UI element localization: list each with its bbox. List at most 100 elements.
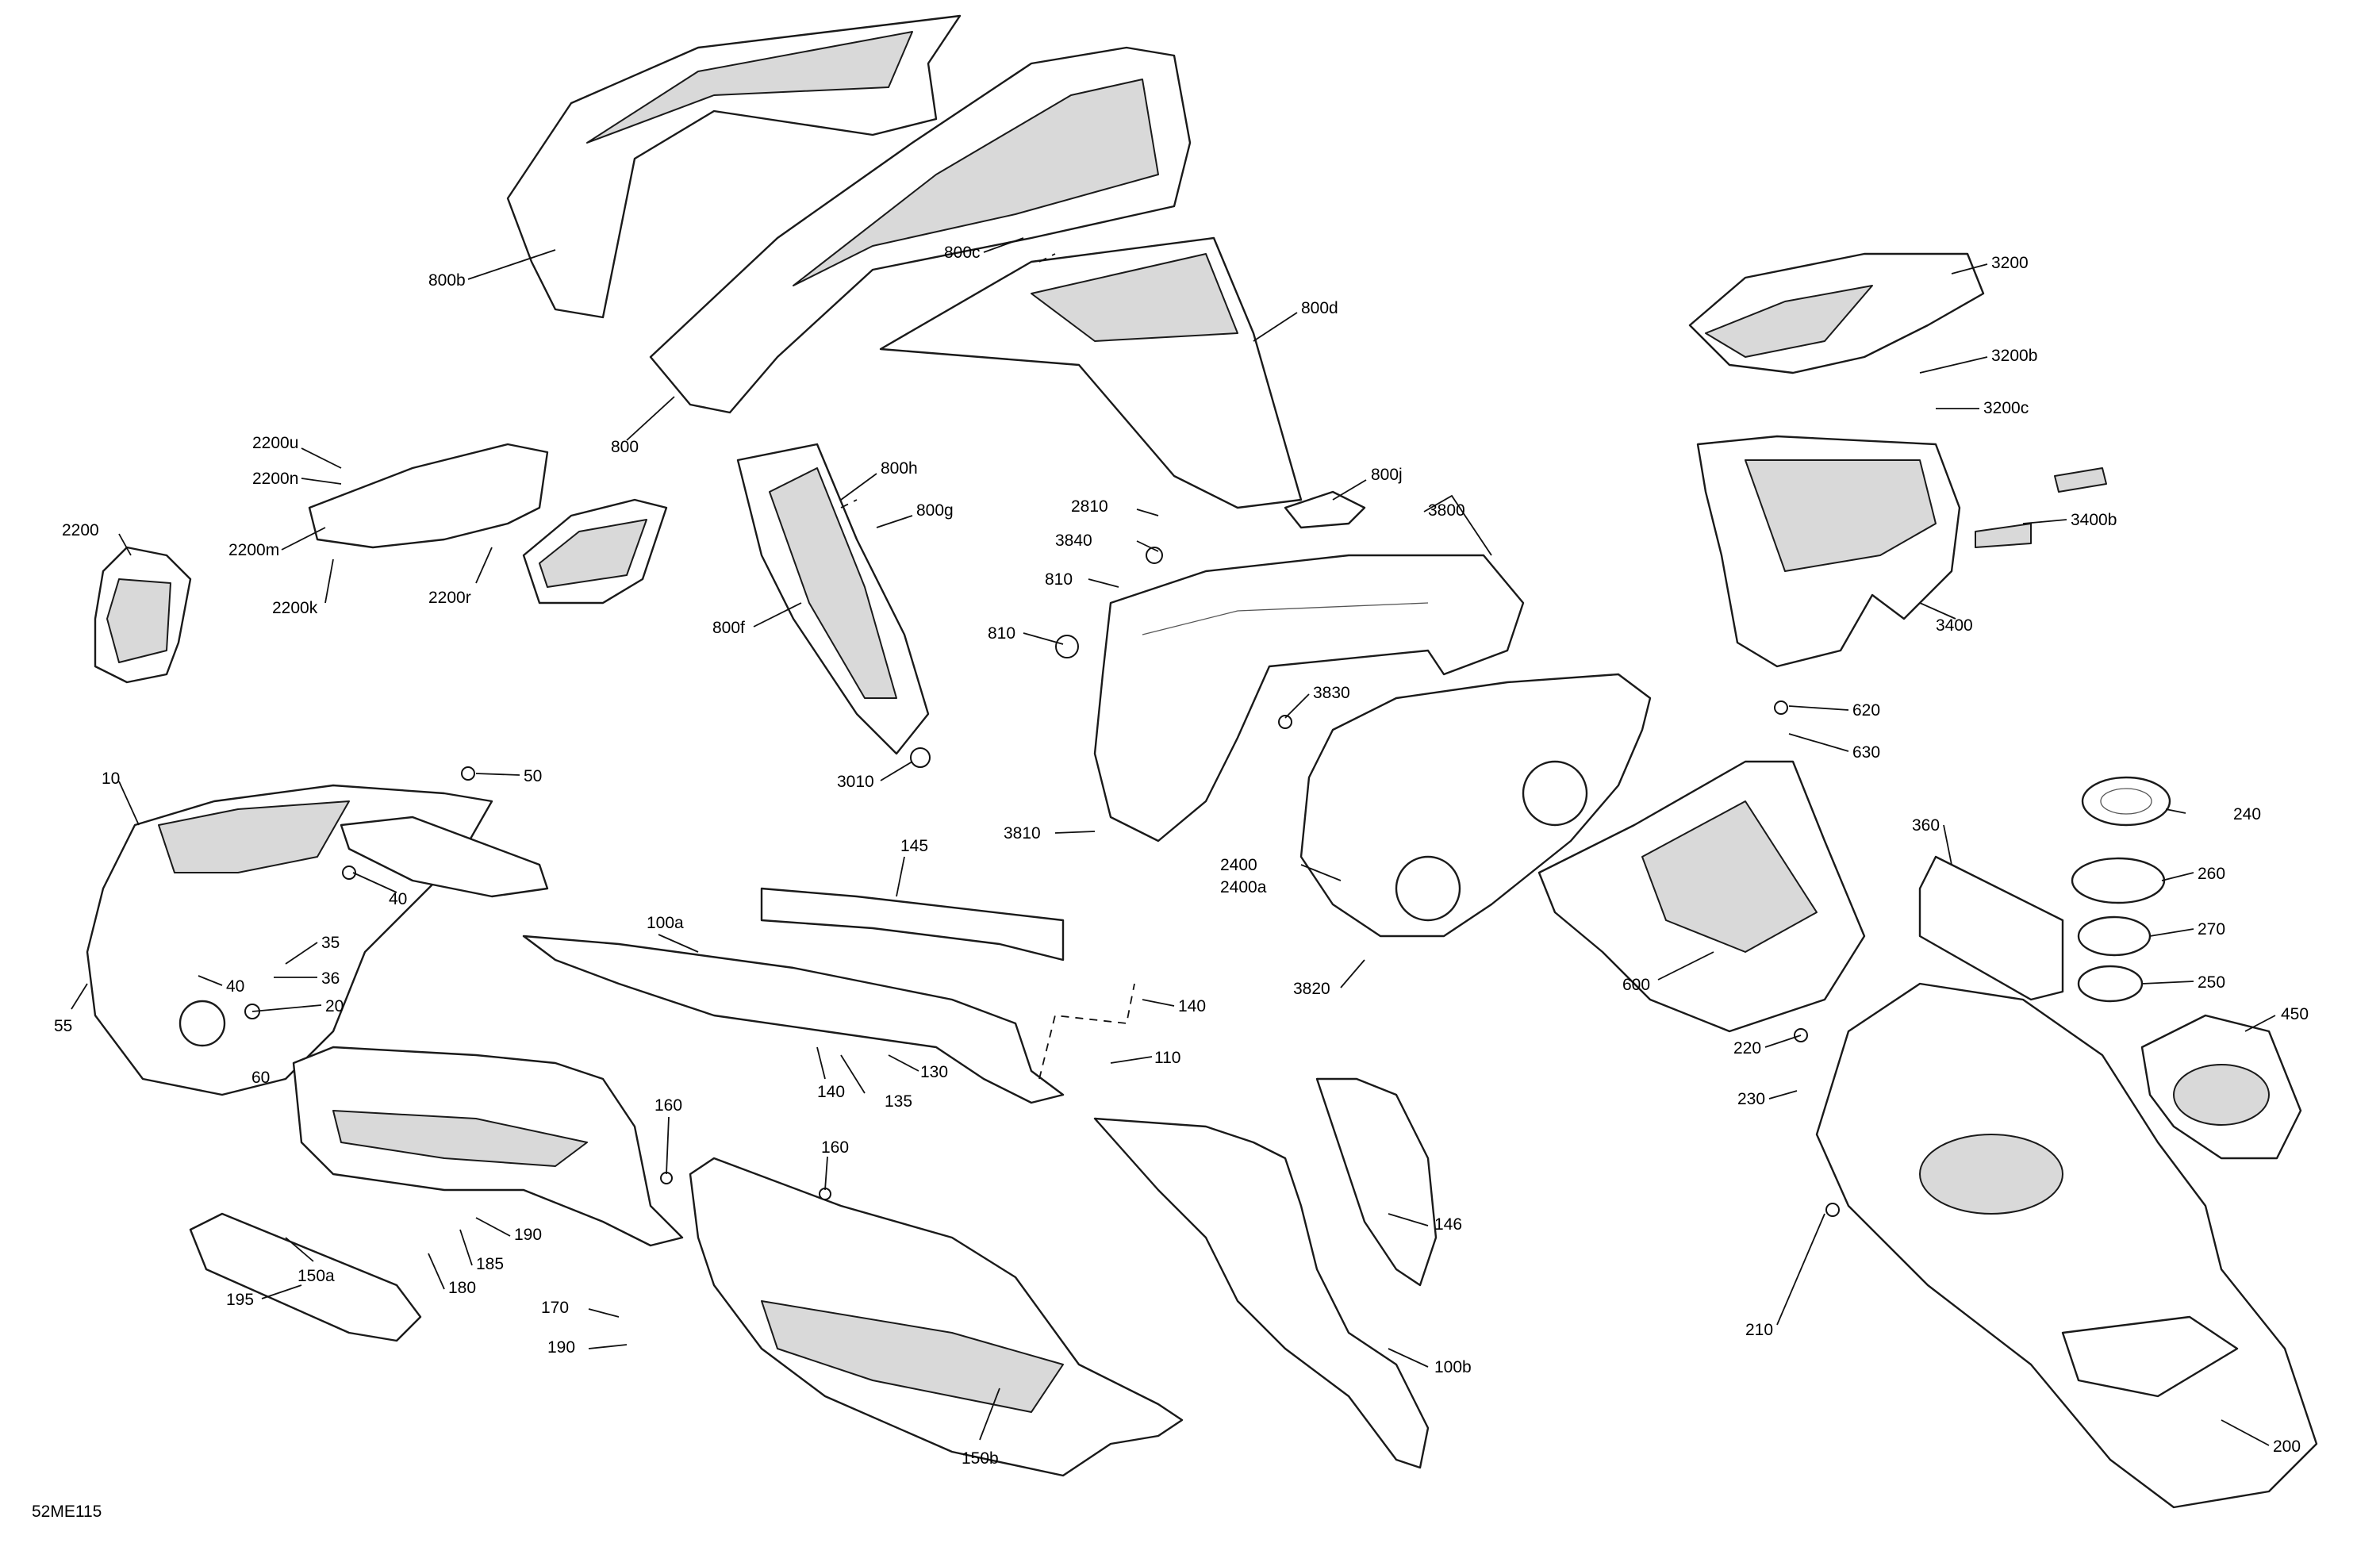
part-150a — [292, 1046, 684, 1247]
leader-lines — [71, 237, 2276, 1446]
callout-10: 10 — [102, 770, 120, 788]
callout-140-b: 140 — [817, 1083, 845, 1101]
part-450 — [2140, 1014, 2302, 1160]
part-146 — [1315, 1077, 1438, 1287]
callout-195: 195 — [226, 1291, 254, 1309]
part-3200 — [1688, 252, 1985, 374]
callout-3200c: 3200c — [1983, 399, 2029, 417]
part-150b — [689, 1157, 1184, 1477]
callout-620: 620 — [1852, 701, 1880, 720]
callout-2810: 2810 — [1071, 497, 1108, 516]
callout-60: 60 — [251, 1069, 270, 1087]
part-195 — [189, 1212, 422, 1342]
callout-2200m: 2200m — [228, 541, 279, 559]
callout-3010: 3010 — [837, 773, 874, 791]
callout-3200b: 3200b — [1991, 347, 2037, 365]
callout-800h: 800h — [881, 459, 918, 478]
callout-35: 35 — [321, 934, 340, 952]
callout-2200: 2200 — [62, 521, 99, 539]
part-2200-mirror — [94, 546, 192, 684]
callout-240: 240 — [2233, 805, 2261, 823]
part-3800 — [1093, 554, 1525, 843]
callout-3400b: 3400b — [2071, 511, 2117, 529]
callout-220: 220 — [1733, 1039, 1761, 1057]
part-800b — [506, 14, 962, 319]
callout-800d: 800d — [1301, 299, 1338, 317]
callout-55: 55 — [54, 1017, 72, 1035]
callout-130: 130 — [920, 1063, 948, 1081]
callout-50: 50 — [524, 767, 542, 785]
part-2200-mirror-assembly — [308, 443, 668, 605]
part-3400b-strips — [1975, 467, 2107, 548]
callout-190-b: 190 — [547, 1338, 575, 1357]
callout-160-b: 160 — [821, 1138, 849, 1157]
callout-190-a: 190 — [514, 1226, 542, 1244]
callout-3820: 3820 — [1293, 980, 1330, 998]
callout-800g: 800g — [916, 501, 954, 520]
callout-3200: 3200 — [1991, 254, 2029, 272]
callout-146: 146 — [1434, 1215, 1462, 1234]
part-600 — [1537, 760, 1866, 1033]
callout-3400: 3400 — [1936, 616, 1973, 635]
callout-140-a: 140 — [1178, 997, 1206, 1015]
fasteners — [244, 547, 1840, 1217]
diagram-reference-id: 52ME115 — [32, 1503, 102, 1521]
callout-180: 180 — [448, 1279, 476, 1297]
assembly-lines — [840, 253, 1135, 1080]
callout-135: 135 — [885, 1092, 912, 1111]
callout-150b: 150b — [962, 1449, 999, 1468]
callout-2200r: 2200r — [428, 589, 471, 607]
callout-250: 250 — [2198, 973, 2225, 992]
callout-260: 260 — [2198, 865, 2225, 883]
callout-800j: 800j — [1371, 466, 1403, 484]
part-3400 — [1696, 435, 1961, 668]
callout-810-b: 810 — [988, 624, 1015, 643]
part-fuel-cap-rings — [2071, 776, 2171, 1003]
callout-800: 800 — [611, 438, 639, 456]
part-800j — [1284, 490, 1366, 529]
callout-40-a: 40 — [389, 890, 407, 908]
callout-36: 36 — [321, 969, 340, 988]
callout-270: 270 — [2198, 920, 2225, 938]
callout-100b: 100b — [1434, 1358, 1472, 1376]
part-800 — [649, 46, 1192, 414]
callout-2200n: 2200n — [252, 470, 298, 488]
callout-450: 450 — [2281, 1005, 2309, 1023]
callout-185: 185 — [476, 1255, 504, 1273]
part-800d — [879, 236, 1303, 509]
part-100a — [522, 935, 1065, 1104]
callout-360: 360 — [1912, 816, 1940, 835]
callout-labels: 800b 800c 800d 800 800h 800g 800j 800f 3… — [54, 244, 2309, 1468]
callout-800c: 800c — [944, 244, 981, 262]
callout-160-a: 160 — [654, 1096, 682, 1115]
callout-210: 210 — [1745, 1321, 1773, 1339]
callout-200: 200 — [2273, 1437, 2301, 1456]
callout-110: 110 — [1154, 1049, 1180, 1067]
callout-2400a: 2400a — [1220, 878, 1267, 896]
callout-150a: 150a — [298, 1267, 335, 1285]
callout-3810: 3810 — [1004, 824, 1041, 843]
callout-600: 600 — [1622, 976, 1650, 994]
callout-170: 170 — [541, 1299, 569, 1317]
callout-40-b: 40 — [226, 977, 244, 996]
callout-3830: 3830 — [1313, 684, 1350, 702]
callout-3840: 3840 — [1055, 532, 1092, 550]
part-145 — [760, 887, 1065, 961]
callout-145: 145 — [900, 837, 928, 855]
part-2400-headlight — [1299, 673, 1652, 938]
part-360 — [1918, 855, 2064, 1001]
callout-230: 230 — [1737, 1090, 1765, 1108]
callout-800b: 800b — [428, 271, 466, 290]
callout-2200u: 2200u — [252, 434, 298, 452]
callout-2200k: 2200k — [272, 599, 318, 617]
callout-100a: 100a — [647, 914, 684, 932]
callout-2400: 2400 — [1220, 856, 1257, 874]
callout-3800: 3800 — [1428, 501, 1465, 520]
part-tail-light — [340, 816, 549, 898]
callout-20: 20 — [325, 997, 344, 1015]
callout-800f: 800f — [712, 619, 745, 637]
part-100b — [1093, 1117, 1430, 1469]
part-200-frame — [1815, 982, 2318, 1509]
